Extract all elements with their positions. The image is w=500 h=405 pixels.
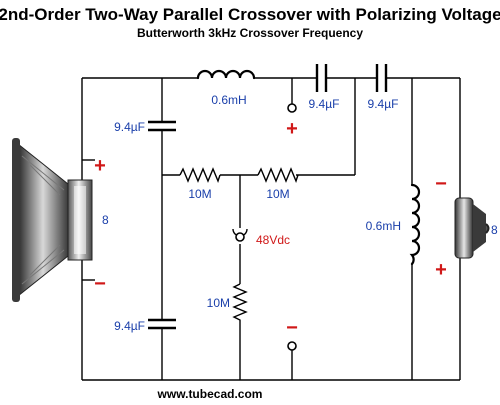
- terminal-minus: −: [286, 317, 298, 351]
- bias-terminal: 48Vdc: [232, 228, 290, 247]
- tweeter-plus-sign: +: [435, 259, 447, 281]
- woofer-icon: 8 + −: [12, 138, 109, 302]
- terminal-plus: +: [286, 103, 298, 140]
- resistor-right-label: 10M: [266, 187, 289, 201]
- diagram-subtitle: Butterworth 3kHz Crossover Frequency: [137, 26, 363, 40]
- resistor-right: 10M: [257, 167, 299, 201]
- woofer-minus-sign: −: [94, 273, 106, 295]
- capacitor-top-2: 9.4µF: [368, 64, 399, 111]
- woofer-plus-sign: +: [94, 155, 106, 177]
- inductor-top-label: 0.6mH: [211, 93, 246, 107]
- terminal-plus-sign: +: [286, 118, 298, 140]
- resistor-vertical: 10M: [207, 283, 248, 322]
- inductor-right-label: 0.6mH: [366, 219, 401, 233]
- capacitor-top-1: 9.4µF: [309, 64, 340, 111]
- tweeter-icon: 8 − +: [435, 173, 498, 281]
- footer-url: www.tubecad.com: [157, 387, 263, 401]
- capacitor-left-top: 9.4µF: [114, 120, 176, 134]
- inductor-right: 0.6mH: [366, 183, 421, 266]
- resistor-left-label: 10M: [188, 187, 211, 201]
- capacitor-left-bottom-label: 9.4µF: [114, 319, 145, 333]
- tweeter-minus-sign: −: [435, 173, 447, 195]
- capacitor-left-top-label: 9.4µF: [114, 120, 145, 134]
- terminal-minus-sign: −: [286, 317, 298, 339]
- tweeter-impedance-label: 8: [491, 223, 498, 237]
- resistor-left: 10M: [179, 167, 221, 201]
- woofer-impedance-label: 8: [102, 213, 109, 227]
- capacitor-left-bottom: 9.4µF: [114, 318, 176, 333]
- diagram-title: 2nd-Order Two-Way Parallel Crossover wit…: [0, 5, 500, 24]
- capacitor-top-1-label: 9.4µF: [309, 97, 340, 111]
- capacitor-top-2-label: 9.4µF: [368, 97, 399, 111]
- bias-voltage-label: 48Vdc: [256, 233, 290, 247]
- inductor-top: 0.6mH: [196, 69, 256, 107]
- resistor-vertical-label: 10M: [207, 296, 230, 310]
